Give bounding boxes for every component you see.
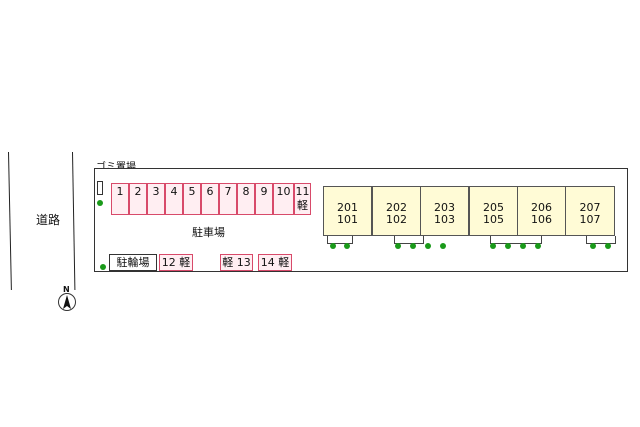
parking-spot-number: 11 <box>295 185 310 198</box>
parking-spot-13: 軽 13 <box>220 254 253 271</box>
tree-icon <box>535 243 541 249</box>
road-edge-left <box>8 151 12 290</box>
bicycle-parking-label: 駐輪場 <box>116 256 150 269</box>
road-label: 道路 <box>35 213 60 227</box>
road-edge-right <box>72 151 76 290</box>
parking-spot-11: 11 軽 <box>294 183 311 215</box>
unit-lower-number: 102 <box>386 213 407 226</box>
tree-icon <box>605 243 611 249</box>
parking-spot-12: 12 軽 <box>159 254 193 271</box>
parking-spot-number: 10 <box>276 185 291 198</box>
parking-spot-label: 軽 13 <box>222 256 251 269</box>
parking-spot-8: 8 <box>237 183 255 215</box>
garbage-box <box>97 181 103 195</box>
compass-label: N <box>63 285 70 294</box>
parking-spot-4: 4 <box>165 183 183 215</box>
north-arrow-icon <box>63 295 71 309</box>
unit-lower-number: 103 <box>434 213 455 226</box>
unit-upper-number: 201 <box>337 201 358 214</box>
tree-icon <box>590 243 596 249</box>
parking-spot-3: 3 <box>147 183 165 215</box>
unit-upper-number: 206 <box>531 201 552 214</box>
parking-spot-number: 3 <box>152 185 160 198</box>
unit-upper-number: 207 <box>579 201 601 214</box>
parking-spot-2: 2 <box>129 183 147 215</box>
parking-spot-5: 5 <box>183 183 201 215</box>
parking-spot-number: 9 <box>260 185 268 198</box>
unit-upper-number: 205 <box>483 201 504 214</box>
tree-icon <box>410 243 416 249</box>
parking-spot-number: 4 <box>170 185 178 198</box>
parking-spot-9: 9 <box>255 183 273 215</box>
unit-upper-number: 202 <box>386 201 407 214</box>
tree-icon <box>330 243 336 249</box>
unit-lower-number: 105 <box>483 213 504 226</box>
parking-spot-number: 1 <box>116 185 124 198</box>
tree-icon <box>344 243 350 249</box>
unit-lower-number: 101 <box>337 213 358 226</box>
parking-spot-number: 2 <box>134 185 142 198</box>
balcony <box>490 236 542 244</box>
parking-spot-7: 7 <box>219 183 237 215</box>
unit-upper-number: 203 <box>434 201 455 214</box>
tree-icon <box>505 243 511 249</box>
parking-spot-label: 12 軽 <box>161 256 191 269</box>
tree-icon <box>490 243 496 249</box>
balcony <box>586 236 616 244</box>
parking-spot-number: 5 <box>188 185 196 198</box>
balcony <box>327 236 353 244</box>
garbage-area-label: ゴミ置場 <box>96 162 136 174</box>
parking-spot-number: 6 <box>206 185 214 198</box>
tree-icon <box>425 243 431 249</box>
bicycle-parking: 駐輪場 <box>109 254 157 271</box>
tree-icon <box>440 243 446 249</box>
kei-car-label: 軽 <box>297 199 308 212</box>
parking-spot-label: 14 軽 <box>260 256 290 269</box>
parking-spot-number: 7 <box>224 185 232 198</box>
parking-label: 駐車場 <box>192 226 225 239</box>
parking-spot-10: 10 <box>273 183 294 215</box>
tree-icon <box>97 200 103 206</box>
tree-icon <box>395 243 401 249</box>
tree-icon <box>100 264 106 270</box>
balcony <box>394 236 424 244</box>
parking-spot-14: 14 軽 <box>258 254 292 271</box>
parking-spot-1: 1 <box>111 183 129 215</box>
unit-lower-number: 107 <box>579 213 601 226</box>
parking-spot-number: 8 <box>242 185 250 198</box>
tree-icon <box>520 243 526 249</box>
unit-lower-number: 106 <box>531 213 552 226</box>
parking-spot-6: 6 <box>201 183 219 215</box>
